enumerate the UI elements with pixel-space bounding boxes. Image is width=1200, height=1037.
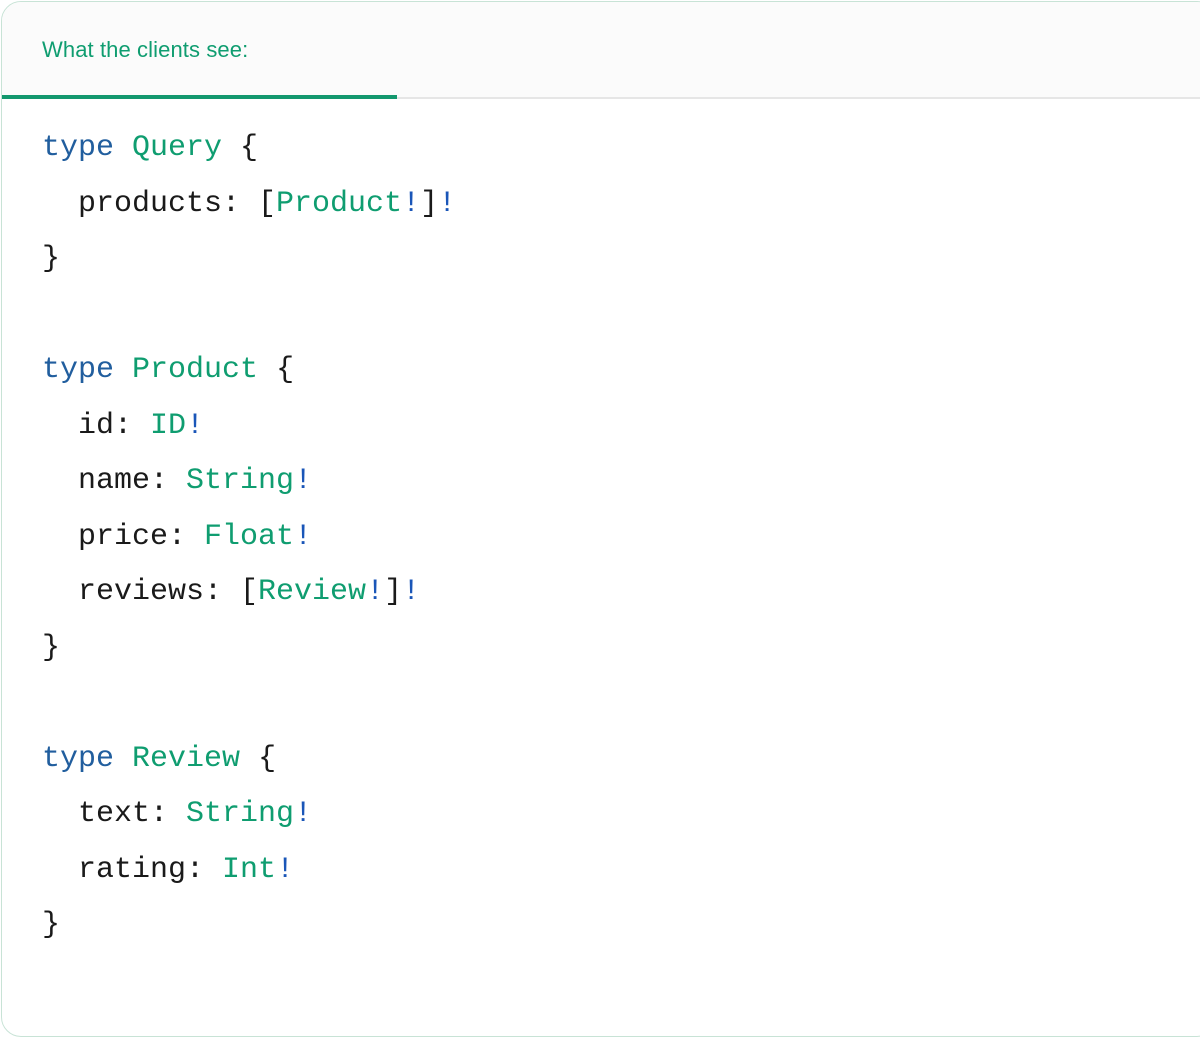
code-token-bang: ! bbox=[294, 519, 313, 554]
code-token-kw: type bbox=[42, 353, 115, 387]
code-token-type: Review bbox=[132, 741, 241, 776]
code-token-field: reviews bbox=[42, 575, 205, 609]
code-token-type: ID bbox=[150, 408, 187, 443]
code-token-field: rating bbox=[42, 852, 187, 887]
code-token-field: text bbox=[42, 797, 151, 831]
code-token-punct: { bbox=[240, 741, 277, 776]
code-line: id: ID! bbox=[42, 399, 1200, 455]
code-token-field: price bbox=[42, 519, 169, 554]
code-token-bang: ! bbox=[294, 464, 313, 498]
code-token-type: Float bbox=[204, 519, 295, 554]
code-token-type: String bbox=[186, 797, 295, 831]
code-line: } bbox=[42, 621, 1200, 677]
tab-active-underline bbox=[2, 95, 397, 99]
code-token-punct: { bbox=[222, 131, 259, 165]
code-line: type Review { bbox=[42, 732, 1200, 788]
code-content: type Query { products: [Product!]!} type… bbox=[42, 121, 1200, 954]
code-token-punct: } bbox=[42, 630, 61, 665]
tab-what-the-clients-see[interactable]: What the clients see: bbox=[2, 2, 397, 97]
code-token-punct bbox=[114, 742, 132, 776]
code-token-type: Review bbox=[258, 575, 367, 609]
code-token-bang: ! bbox=[294, 797, 313, 831]
code-token-bang: ! bbox=[438, 186, 457, 221]
code-token-field: products bbox=[42, 186, 223, 221]
code-token-type: Product bbox=[132, 353, 259, 387]
card-header: What the clients see: bbox=[2, 2, 1200, 99]
code-token-punct: } bbox=[42, 242, 61, 276]
code-line: rating: Int! bbox=[42, 843, 1200, 899]
code-token-punct bbox=[114, 353, 132, 387]
code-line: reviews: [Review!]! bbox=[42, 565, 1200, 621]
code-token-punct: : bbox=[150, 464, 187, 498]
code-line bbox=[42, 288, 1200, 344]
code-token-type: Query bbox=[132, 131, 223, 165]
code-token-type: String bbox=[186, 464, 295, 498]
code-token-punct: } bbox=[42, 908, 61, 942]
code-token-bang: ! bbox=[402, 186, 421, 221]
tab-label: What the clients see: bbox=[42, 36, 249, 62]
code-line: type Product { bbox=[42, 343, 1200, 399]
code-line: price: Float! bbox=[42, 510, 1200, 566]
code-token-punct: : bbox=[114, 408, 151, 443]
code-token-punct bbox=[114, 131, 132, 165]
code-token-bang: ! bbox=[276, 852, 295, 887]
code-token-punct: : [ bbox=[222, 186, 277, 221]
code-token-punct: : [ bbox=[204, 575, 259, 609]
code-token-punct: : bbox=[168, 519, 205, 554]
code-line: } bbox=[42, 898, 1200, 954]
graphql-schema-code: type Query { products: [Product!]!} type… bbox=[42, 121, 1200, 954]
code-line: name: String! bbox=[42, 454, 1200, 510]
code-token-bang: ! bbox=[366, 575, 385, 609]
code-token-field: name bbox=[42, 464, 151, 498]
code-token-punct: { bbox=[258, 353, 295, 387]
code-token-field: id bbox=[42, 408, 115, 443]
code-line: type Query { bbox=[42, 121, 1200, 177]
code-block-area: type Query { products: [Product!]!} type… bbox=[2, 99, 1200, 954]
code-token-punct: : bbox=[186, 852, 223, 887]
code-token-bang: ! bbox=[402, 575, 421, 609]
code-line: products: [Product!]! bbox=[42, 177, 1200, 233]
code-line: } bbox=[42, 232, 1200, 288]
code-token-punct: : bbox=[150, 797, 187, 831]
code-token-punct: ] bbox=[420, 186, 439, 221]
code-token-kw: type bbox=[42, 741, 115, 776]
code-line bbox=[42, 676, 1200, 732]
code-token-punct: ] bbox=[384, 575, 403, 609]
code-token-kw: type bbox=[42, 131, 115, 165]
code-token-type: Product bbox=[276, 186, 403, 221]
code-line: text: String! bbox=[42, 787, 1200, 843]
code-token-type: Int bbox=[222, 852, 277, 887]
code-token-bang: ! bbox=[186, 408, 205, 443]
